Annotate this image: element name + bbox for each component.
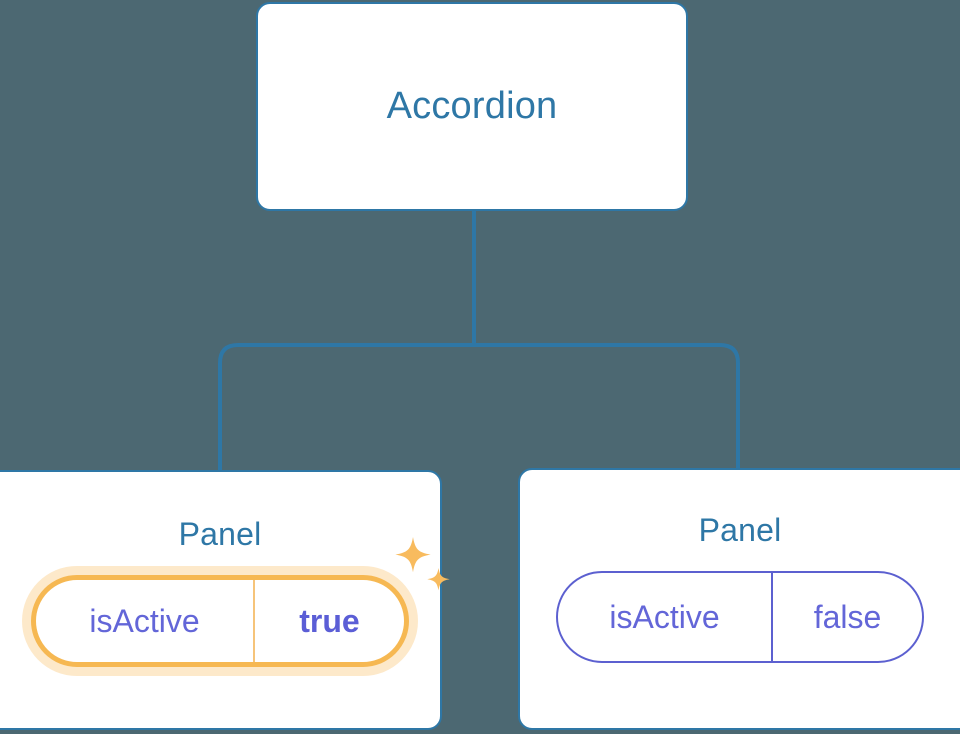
node-panel-left[interactable]: Panel isActive true [0, 470, 450, 730]
prop-pill-is-active-false[interactable]: isActive false [556, 571, 924, 663]
node-accordion[interactable]: Accordion [256, 2, 688, 211]
prop-pill-left-wrap: isActive true [0, 537, 450, 667]
connector-branch-left [218, 343, 474, 470]
node-accordion-title: Accordion [386, 85, 558, 127]
node-panel-right-title: Panel [698, 512, 782, 548]
prop-pill-right-wrap: isActive false [520, 571, 960, 663]
prop-key-label: isActive [609, 598, 720, 635]
connector-branch-right [474, 343, 740, 470]
prop-value-label: true [253, 580, 404, 662]
node-panel-left-title: Panel [178, 516, 262, 552]
prop-key-label: isActive [89, 602, 200, 639]
node-panel-right[interactable]: Panel isActive false [518, 468, 960, 730]
prop-value-label: false [771, 573, 922, 661]
prop-pill-is-active-true[interactable]: isActive true [31, 575, 409, 667]
